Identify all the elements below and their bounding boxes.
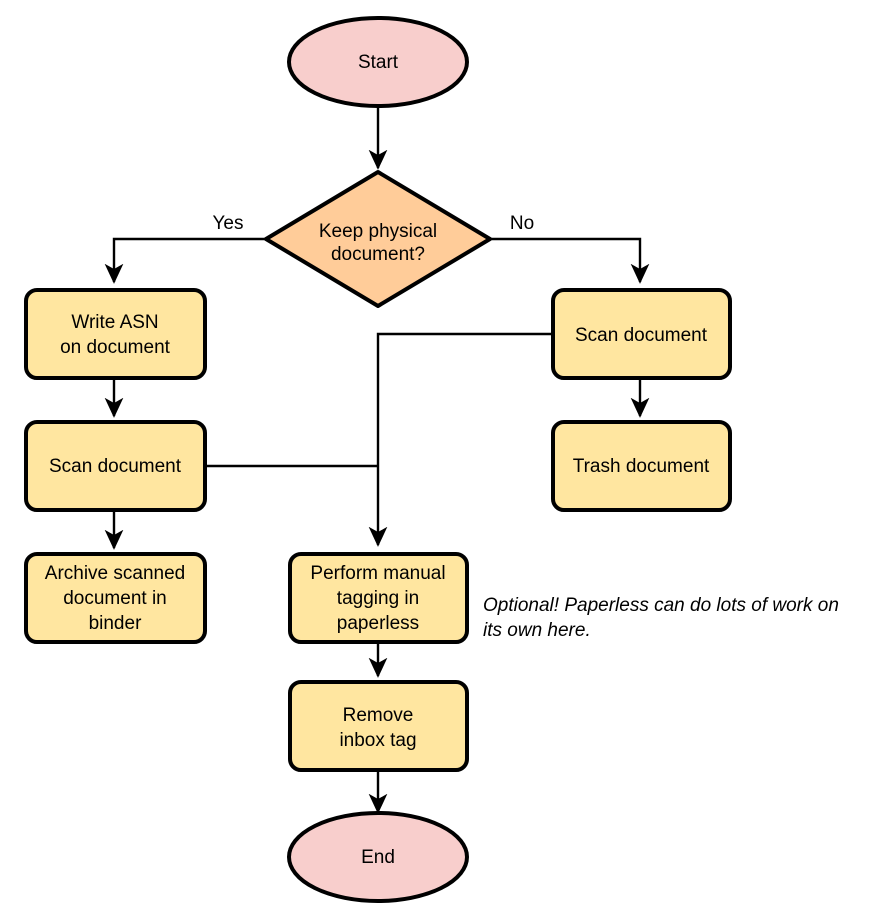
tagging-label-line1: Perform manual bbox=[310, 563, 445, 584]
edge-scan-right-to-tagging bbox=[368, 332, 553, 547]
node-start[interactable]: Start bbox=[287, 16, 469, 108]
annotation-optional-note: Optional! Paperless can do lots of work … bbox=[483, 595, 839, 641]
decision-label-line2: document? bbox=[331, 244, 425, 265]
decision-label-line1: Keep physical bbox=[319, 221, 437, 242]
archive-box bbox=[24, 552, 207, 644]
write-asn-box bbox=[24, 288, 207, 380]
scan-left-box bbox=[24, 420, 207, 512]
remove-inbox-label-line1: Remove bbox=[343, 705, 414, 726]
trash-box bbox=[551, 420, 732, 512]
node-trash-document[interactable]: Trash document bbox=[551, 420, 732, 512]
trash-label: Trash document bbox=[573, 456, 710, 477]
node-decision-keep-physical-document[interactable]: Keep physical document? bbox=[264, 170, 492, 308]
remove-inbox-box bbox=[288, 680, 469, 772]
node-write-asn[interactable]: Write ASN on document bbox=[24, 288, 207, 380]
scan-right-label: Scan document bbox=[575, 325, 708, 346]
optional-note-line2: its own here. bbox=[483, 620, 591, 641]
end-ellipse bbox=[287, 811, 469, 903]
edge-label-no: No bbox=[510, 213, 534, 234]
node-scan-document-right[interactable]: Scan document bbox=[551, 288, 732, 380]
end-label: End bbox=[361, 847, 395, 868]
archive-label-line3: binder bbox=[89, 613, 142, 634]
tagging-box bbox=[288, 552, 469, 644]
write-asn-label-line1: Write ASN bbox=[71, 312, 158, 333]
edge-label-yes: Yes bbox=[213, 213, 244, 234]
optional-note-line1: Optional! Paperless can do lots of work … bbox=[483, 595, 839, 616]
edge-decision-to-write-asn bbox=[104, 237, 266, 284]
node-scan-document-left[interactable]: Scan document bbox=[24, 420, 207, 512]
remove-inbox-label-line2: inbox tag bbox=[339, 730, 416, 751]
tagging-label-line3: paperless bbox=[337, 613, 419, 634]
start-ellipse bbox=[287, 16, 469, 108]
node-perform-manual-tagging[interactable]: Perform manual tagging in paperless bbox=[288, 552, 469, 644]
node-remove-inbox-tag[interactable]: Remove inbox tag bbox=[288, 680, 469, 772]
node-end[interactable]: End bbox=[287, 811, 469, 903]
tagging-label-line2: tagging in bbox=[337, 588, 419, 609]
scan-left-label: Scan document bbox=[49, 456, 182, 477]
archive-label-line2: document in bbox=[63, 588, 167, 609]
archive-label-line1: Archive scanned bbox=[45, 563, 185, 584]
write-asn-label-line2: on document bbox=[60, 337, 171, 358]
node-archive-scanned-document[interactable]: Archive scanned document in binder bbox=[24, 552, 207, 644]
edge-decision-to-scan-right bbox=[490, 237, 650, 284]
start-label: Start bbox=[358, 52, 399, 73]
decision-diamond bbox=[264, 170, 492, 308]
scan-right-box bbox=[551, 288, 732, 380]
